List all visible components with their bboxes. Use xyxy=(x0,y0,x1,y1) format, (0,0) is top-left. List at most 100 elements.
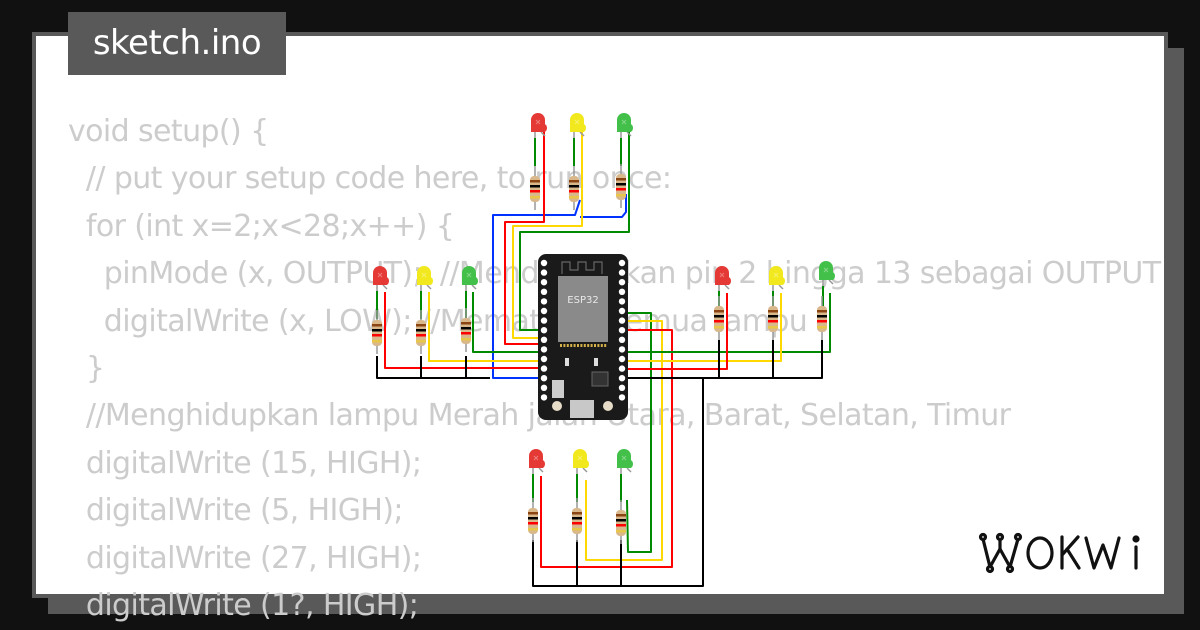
resistor-band xyxy=(616,514,626,517)
resistor-band xyxy=(461,327,471,330)
resistor-band xyxy=(416,334,426,337)
resistor-band xyxy=(528,522,538,525)
pin-right xyxy=(618,394,626,401)
wire-green xyxy=(620,293,831,353)
pin-left xyxy=(540,336,548,343)
resistor-band xyxy=(530,190,540,193)
file-title-tab: sketch.ino xyxy=(68,12,286,75)
resistor xyxy=(416,310,426,354)
led-leg xyxy=(426,284,432,290)
led-red xyxy=(715,266,731,291)
resistor-band xyxy=(616,188,626,191)
pin-left xyxy=(540,394,548,401)
module-pad xyxy=(563,344,566,347)
pin-left xyxy=(540,269,548,276)
led-leg xyxy=(626,131,632,137)
led-leg xyxy=(724,284,730,290)
wire-yellow xyxy=(620,293,782,362)
led-rim xyxy=(541,124,547,132)
led-rim xyxy=(779,277,785,285)
resistor-band xyxy=(714,320,724,323)
code-line: } xyxy=(68,350,105,386)
module-pad xyxy=(604,344,607,347)
board-label: ESP32 xyxy=(567,295,598,306)
resistor-band xyxy=(616,194,626,197)
module-pad xyxy=(587,344,590,347)
led-leg xyxy=(778,284,784,290)
code-listing: void setup() { // put your setup code he… xyxy=(68,108,1161,629)
module-pad xyxy=(577,344,579,347)
module-pad xyxy=(597,344,600,347)
resistor-band xyxy=(768,320,778,323)
reset-button xyxy=(603,401,613,411)
pin-right xyxy=(618,327,626,334)
wire-red xyxy=(504,130,548,345)
resistor-band xyxy=(817,315,827,318)
pin-left xyxy=(540,279,548,286)
led-leg xyxy=(538,467,544,473)
led-glint xyxy=(621,455,627,461)
resistor-band xyxy=(768,310,778,313)
wokwi-logo-icon xyxy=(978,532,1140,574)
resistor-band xyxy=(714,326,724,329)
led-yellow xyxy=(573,449,589,474)
led-yellow xyxy=(570,113,586,138)
led-green xyxy=(462,266,478,291)
resistor-band xyxy=(416,324,426,327)
led-glint xyxy=(577,455,583,461)
code-line: // put your setup code here, to run once… xyxy=(68,161,672,197)
code-line: pinMode (x, OUTPUT); //Mendefinisikan pi… xyxy=(103,256,1161,292)
resistor xyxy=(768,296,778,340)
resistor-band xyxy=(616,183,626,186)
wire-green xyxy=(472,292,550,353)
led-rim xyxy=(725,277,731,285)
pin-left xyxy=(540,365,548,372)
led-leg xyxy=(471,284,477,290)
parts xyxy=(372,113,835,544)
resistor-band xyxy=(372,340,382,343)
led-leg xyxy=(540,131,546,137)
wire-yellow xyxy=(585,320,663,561)
wire-red xyxy=(540,329,673,568)
pin-left xyxy=(540,317,548,324)
pin-right xyxy=(618,288,626,295)
module-pad xyxy=(600,344,603,347)
wire-red xyxy=(384,292,550,369)
led-leg xyxy=(582,467,588,473)
pin-right xyxy=(618,298,626,305)
usb-port xyxy=(570,400,594,418)
resistor xyxy=(572,498,582,542)
resistor-band xyxy=(528,512,538,515)
module-pad xyxy=(560,344,562,347)
led-leg xyxy=(579,131,585,137)
resistor xyxy=(461,308,471,352)
resistor xyxy=(372,310,382,354)
led-rim xyxy=(383,277,389,285)
led-glint xyxy=(719,272,725,278)
wokwi-logo xyxy=(978,527,1150,581)
resistor-band xyxy=(817,310,827,313)
resistor-band xyxy=(569,185,579,188)
resistor-band xyxy=(530,180,540,183)
smd-led xyxy=(565,358,569,366)
resistor-band xyxy=(572,512,582,515)
regulator xyxy=(552,380,564,398)
resistor-band xyxy=(572,522,582,525)
pin-right xyxy=(618,384,626,391)
led-green xyxy=(617,449,633,474)
resistor xyxy=(569,166,579,210)
resistor-band xyxy=(817,326,827,329)
code-line: digitalWrite (27, HIGH); xyxy=(68,540,422,576)
led-rim xyxy=(580,124,586,132)
resistor xyxy=(616,164,626,208)
led-glint xyxy=(823,267,829,273)
resistor-band xyxy=(572,517,582,520)
pin-right xyxy=(618,279,626,286)
pin-right xyxy=(618,365,626,372)
led-rim xyxy=(829,272,835,280)
wire-black xyxy=(532,378,704,587)
pin-right xyxy=(618,317,626,324)
resistor-band xyxy=(372,324,382,327)
led-yellow xyxy=(769,266,785,291)
antenna-trace xyxy=(561,261,603,274)
